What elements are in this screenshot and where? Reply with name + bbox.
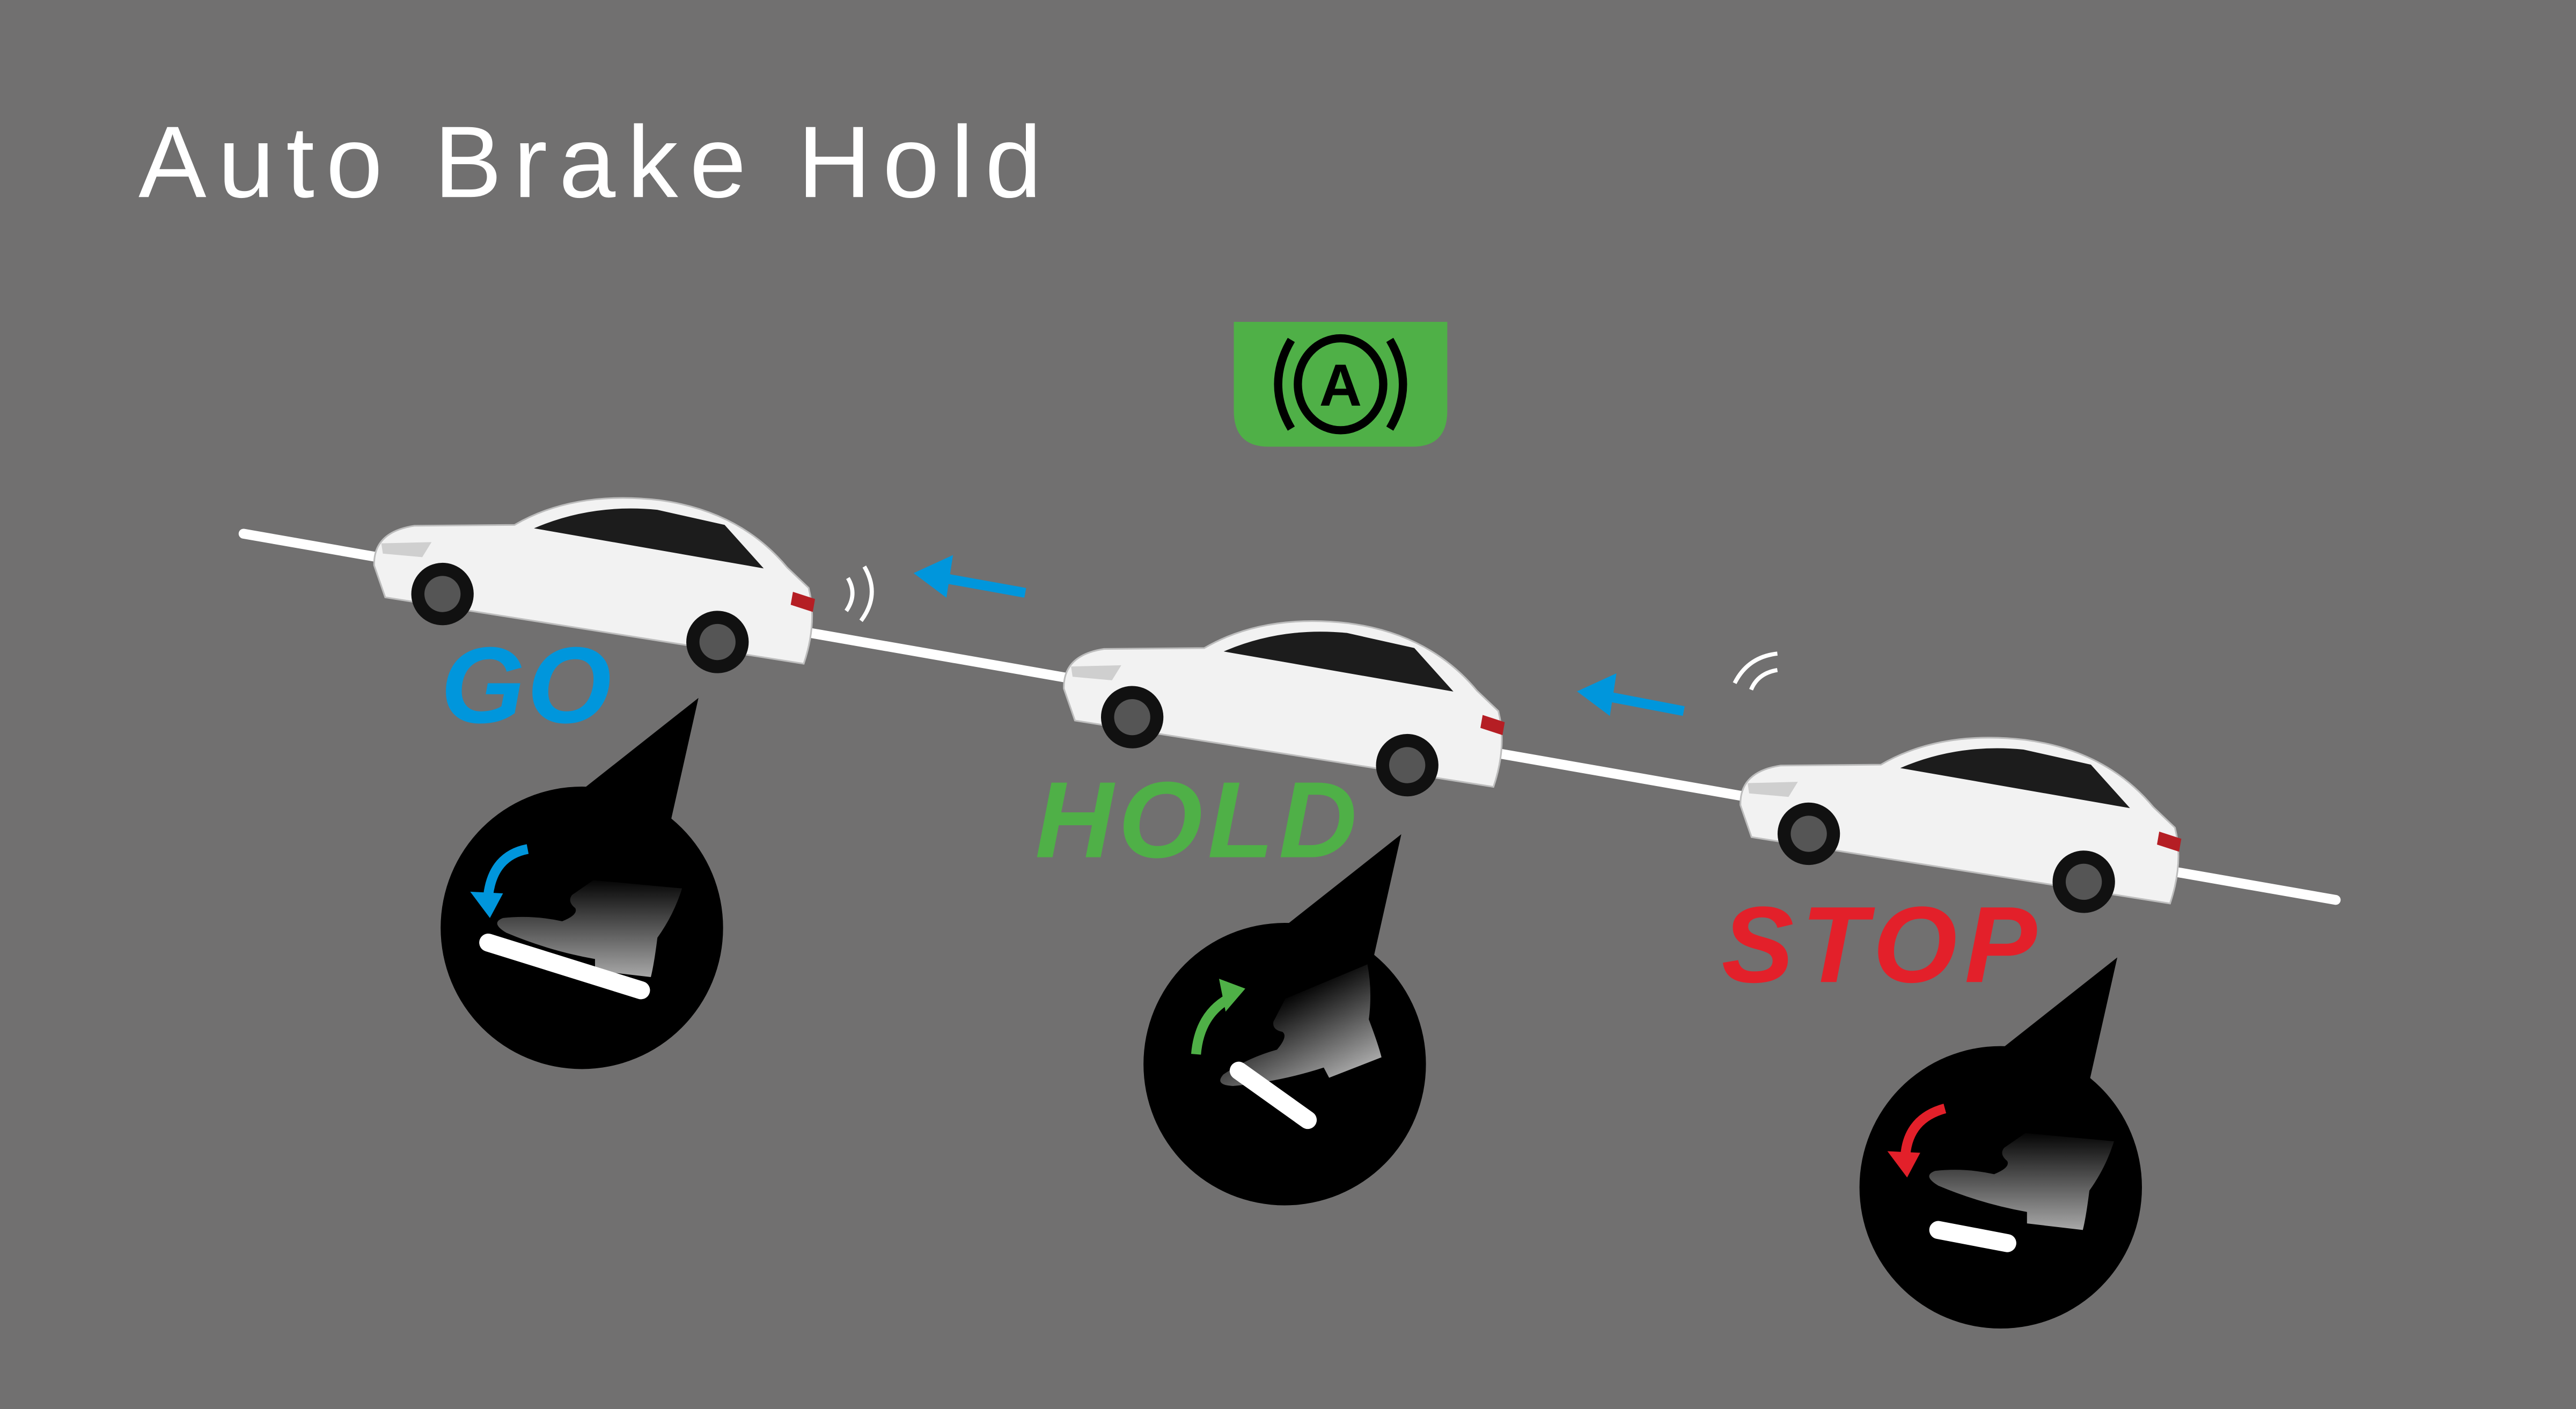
motion-arrow-icon [913,555,1026,598]
rear-sound-waves-icon [844,565,874,622]
stage-label-go: GO [441,625,611,746]
motion-arrow-icon [1577,673,1685,716]
indicator-letter: A [1319,353,1362,419]
curved-arrow-icon [470,844,529,918]
stage-label-stop: STOP [1722,884,2038,1005]
auto-brake-hold-icon [1274,334,1407,435]
pedal-bubble-go [441,698,723,1069]
brake-pedal-icon [1929,1221,2016,1252]
pedal-bubble-hold [1143,834,1426,1206]
auto-brake-hold-indicator: A [1234,321,1448,447]
curved-arrow-icon [1887,1104,1947,1178]
pedal-bubble-stop [1859,957,2142,1329]
brake-pedal-icon [479,933,650,1000]
page-title: Auto Brake Hold [138,105,1041,219]
front-sound-waves-icon [1733,651,1778,691]
brake-pedal-icon [1229,1061,1317,1129]
stage-label-hold: HOLD [1035,759,1357,880]
curved-arrow-icon [1191,979,1245,1055]
